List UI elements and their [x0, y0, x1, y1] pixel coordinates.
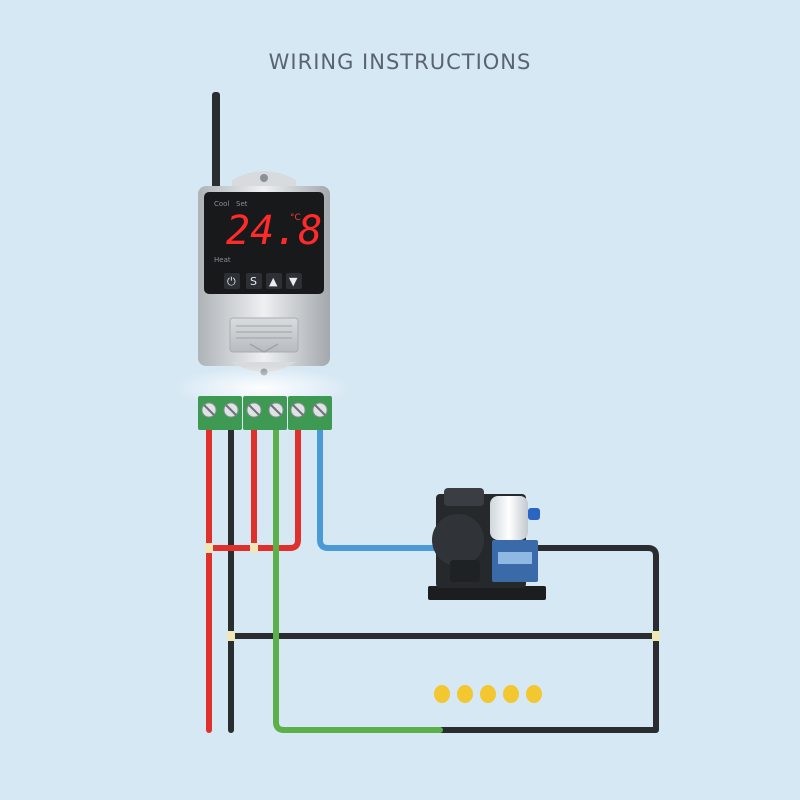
terminal-block-1	[198, 396, 242, 430]
heater-cap	[480, 685, 496, 703]
lower-cover	[229, 317, 299, 353]
temperature-readout: 24.8	[226, 208, 322, 254]
mount-hole-top	[260, 174, 268, 182]
label-set: Set	[236, 200, 248, 208]
heater-tubes	[439, 699, 537, 785]
label-heat: Heat	[214, 256, 231, 264]
compressor-top	[444, 488, 484, 506]
page-title: WIRING INSTRUCTIONS	[268, 50, 532, 74]
compressor-body	[432, 514, 484, 566]
front-panel	[204, 192, 324, 294]
temperature-unit: °C	[290, 213, 301, 223]
water-tank	[490, 496, 528, 540]
down-button[interactable]	[286, 273, 302, 289]
controller-buttons: ⏻ S ▲ ▼	[224, 273, 302, 289]
compressor-pipe	[450, 560, 480, 582]
wires	[205, 422, 660, 733]
black-wire-group	[228, 422, 659, 733]
heater-caps	[434, 685, 542, 703]
up-button[interactable]	[266, 273, 282, 289]
vent-lines	[236, 325, 292, 339]
control-box-label	[498, 552, 532, 564]
heater-cap	[503, 685, 519, 703]
heater-cap	[457, 685, 473, 703]
terminal-blocks	[198, 396, 332, 430]
antenna	[212, 92, 220, 192]
tank-inlet	[528, 508, 540, 520]
heater-assembly	[434, 685, 542, 785]
compressor-unit	[428, 488, 546, 600]
heater-cap	[526, 685, 542, 703]
black-wire-bus	[228, 633, 659, 733]
terminal-block-3	[288, 396, 332, 430]
junction-red-1	[205, 543, 213, 553]
junction-black-2	[652, 631, 660, 641]
chevron-down-icon	[249, 343, 279, 353]
heater-cap	[434, 685, 450, 703]
wire-junctions	[205, 543, 660, 641]
green-wire	[273, 422, 443, 733]
blue-wire	[317, 422, 443, 551]
power-button[interactable]	[224, 273, 240, 289]
label-cool: Cool	[214, 200, 229, 208]
temperature-controller: Cool Set 24.8 °C Heat ⏻ S ▲ ▼	[198, 92, 330, 376]
compressor-base-plate	[428, 586, 546, 600]
set-button-label: S	[250, 275, 257, 288]
junction-black-1	[227, 631, 235, 641]
set-button[interactable]	[246, 273, 262, 289]
junction-red-2	[250, 543, 258, 553]
terminal-block-2	[243, 396, 287, 430]
red-wire-group	[206, 422, 301, 733]
down-arrow-icon: ▼	[289, 275, 298, 288]
red-wire-3	[206, 422, 301, 551]
power-icon: ⏻	[227, 275, 236, 288]
black-wire-compressor	[525, 545, 659, 639]
up-arrow-icon: ▲	[269, 275, 278, 288]
